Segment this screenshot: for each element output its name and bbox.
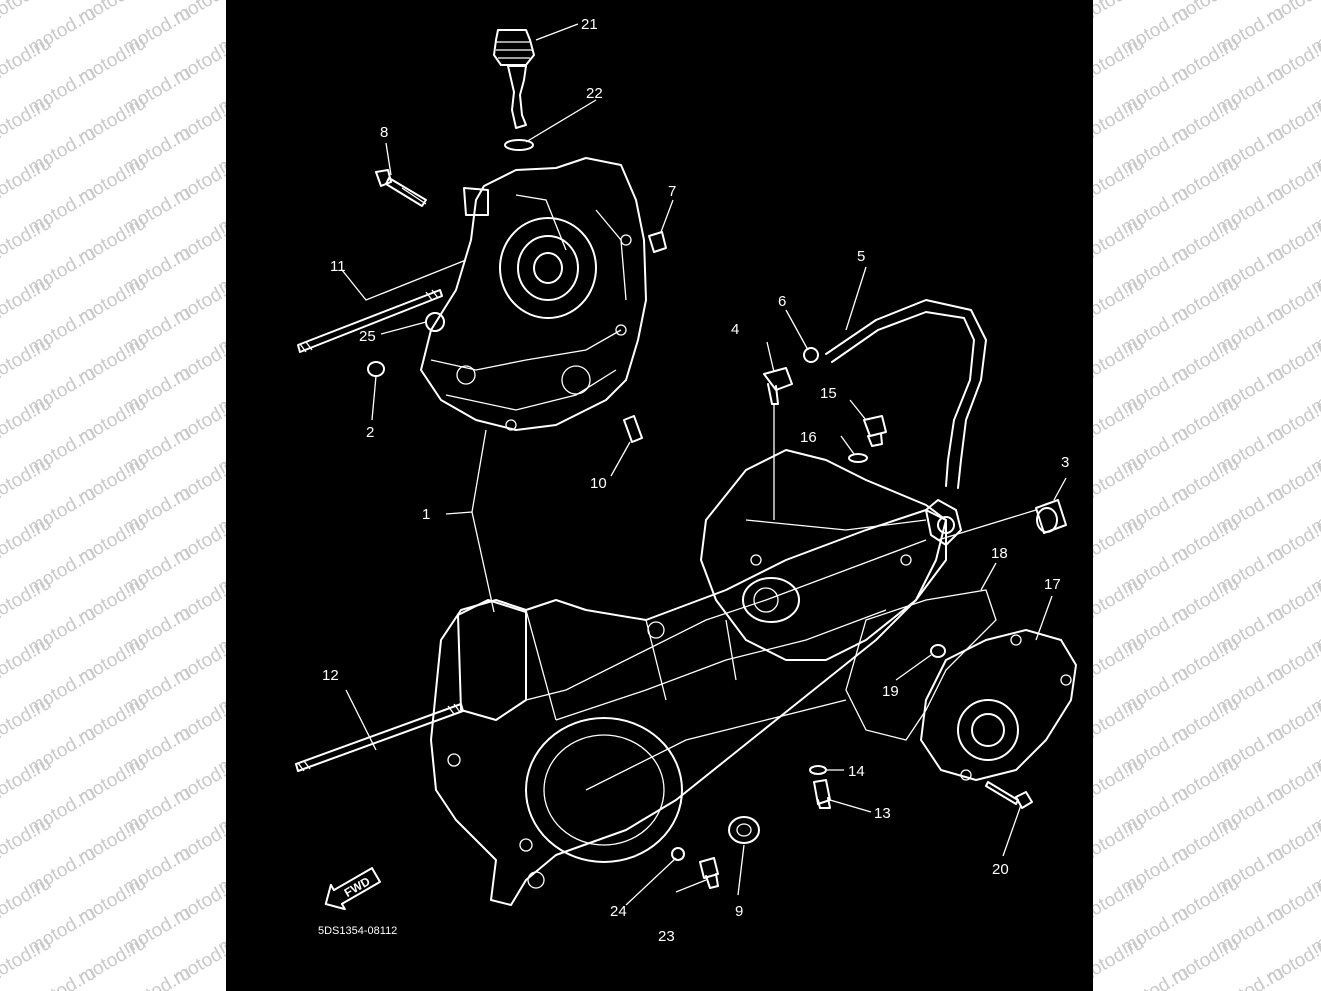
- stud-bolt-12: [295, 703, 464, 772]
- watermark-text: motod.ru: [1093, 32, 1148, 89]
- watermark-text: motod.ru: [1093, 692, 1148, 749]
- washer-14: [809, 765, 827, 775]
- watermark-text: motod.ru: [1093, 392, 1148, 449]
- watermark-text: motod.ru: [1093, 872, 1148, 929]
- drain-bolt-13: [813, 779, 831, 809]
- callout-11: 11: [330, 258, 346, 275]
- watermark-text: motod.ru: [1093, 332, 1148, 389]
- watermark-text: motod.ru: [0, 392, 55, 449]
- watermark-text: motod.ru: [0, 0, 55, 29]
- callout-7: 7: [668, 183, 676, 200]
- watermark-text: motod.ru: [1093, 152, 1148, 209]
- watermark-text: motod.ru: [0, 212, 55, 269]
- gasket-18: [845, 589, 997, 741]
- magneto-housing: [700, 449, 962, 661]
- callout-4: 4: [731, 321, 739, 338]
- watermark-text: motod.ru: [1093, 932, 1148, 989]
- callout-20: 20: [992, 861, 1009, 878]
- watermark-text: motod.ru: [1093, 0, 1148, 29]
- crankcase-left-half: [420, 157, 647, 431]
- forward-arrow: FWD: [324, 867, 381, 911]
- diagram-panel: 21 22 8 7 11 25 2 10 1 12 5 6 4 15 16 3 …: [226, 0, 1093, 991]
- callout-18: 18: [991, 545, 1008, 562]
- callout-19: 19: [882, 683, 899, 700]
- watermark-text: motod.ru: [0, 872, 55, 929]
- callout-14: 14: [848, 763, 865, 780]
- oil-seal-9: [728, 816, 760, 844]
- drain-plug-15: [863, 415, 887, 447]
- callout-1: 1: [422, 506, 430, 523]
- breather-hose-5: [825, 299, 987, 489]
- breather-union-4: [763, 367, 793, 405]
- callout-23: 23: [658, 928, 675, 945]
- exploded-parts-diagram: 21 22 8 7 11 25 2 10 1 12 5 6 4 15 16 3 …: [295, 16, 1077, 945]
- callout-13: 13: [874, 805, 891, 822]
- callout-22: 22: [586, 85, 603, 102]
- watermark-text: motod.ru: [0, 932, 55, 989]
- callout-2: 2: [366, 424, 374, 441]
- callout-16: 16: [800, 429, 817, 446]
- callout-5: 5: [857, 248, 865, 265]
- watermark-text: motod.ru: [0, 332, 55, 389]
- bolt-20: [985, 781, 1033, 809]
- callout-21: 21: [581, 16, 598, 33]
- dowel-pin-7: [648, 231, 667, 253]
- o-ring-16: [848, 453, 868, 463]
- bushing-3: [1035, 499, 1067, 534]
- watermark-text: motod.ru: [1212, 962, 1288, 991]
- watermark-text: motod.ru: [1093, 92, 1148, 149]
- stud-bolt-11: [297, 289, 443, 353]
- watermark-text: motod.ru: [119, 962, 195, 991]
- watermark-text: motod.ru: [1093, 752, 1148, 809]
- leader-lines: [341, 23, 1067, 906]
- watermark-text: motod.ru: [0, 32, 55, 89]
- watermark-text: motod.ru: [1093, 572, 1148, 629]
- clip-6: [803, 347, 819, 363]
- watermark-text: motod.ru: [0, 752, 55, 809]
- dowel-pin-10: [623, 415, 643, 443]
- watermark-text: motod.ru: [0, 692, 55, 749]
- dowel-19: [930, 644, 946, 658]
- callout-17: 17: [1044, 576, 1061, 593]
- watermark-text: motod.ru: [1117, 962, 1193, 991]
- watermark-text: motod.ru: [0, 272, 55, 329]
- bolt-8: [375, 169, 427, 207]
- watermark-text: motod.ru: [0, 92, 55, 149]
- callout-9: 9: [735, 903, 743, 920]
- washer-24: [671, 847, 685, 861]
- callout-15: 15: [820, 385, 837, 402]
- watermark-text: motod.ru: [1093, 632, 1148, 689]
- callout-8: 8: [380, 124, 388, 141]
- dowel-pin-2: [367, 361, 385, 377]
- callout-labels: 21 22 8 7 11 25 2 10 1 12 5 6 4 15 16 3 …: [322, 16, 1069, 945]
- watermark-text: motod.ru: [1093, 452, 1148, 509]
- watermark-text: motod.ru: [0, 512, 55, 569]
- callout-6: 6: [778, 293, 786, 310]
- callout-24: 24: [610, 903, 627, 920]
- crankcase-right-half-assembly: [430, 509, 947, 906]
- watermark-text: motod.ru: [0, 632, 55, 689]
- watermark-text: motod.ru: [1093, 212, 1148, 269]
- watermark-text: motod.ru: [24, 962, 100, 991]
- bolt-23: [699, 857, 719, 889]
- callout-3: 3: [1061, 454, 1069, 471]
- cover-17: [920, 629, 1077, 781]
- watermark-text: motod.ru: [1093, 812, 1148, 869]
- drawing-code: 5DS1354-08112: [318, 925, 397, 937]
- watermark-text: motod.ru: [0, 812, 55, 869]
- watermark-text: motod.ru: [1093, 272, 1148, 329]
- callout-25: 25: [359, 328, 376, 345]
- watermark-text: motod.ru: [1093, 512, 1148, 569]
- oil-filler-cap-21: [493, 29, 535, 129]
- watermark-text: motod.ru: [0, 452, 55, 509]
- o-ring-22: [504, 139, 534, 151]
- watermark-text: motod.ru: [0, 152, 55, 209]
- callout-10: 10: [590, 475, 607, 492]
- watermark-text: motod.ru: [0, 572, 55, 629]
- callout-12: 12: [322, 667, 339, 684]
